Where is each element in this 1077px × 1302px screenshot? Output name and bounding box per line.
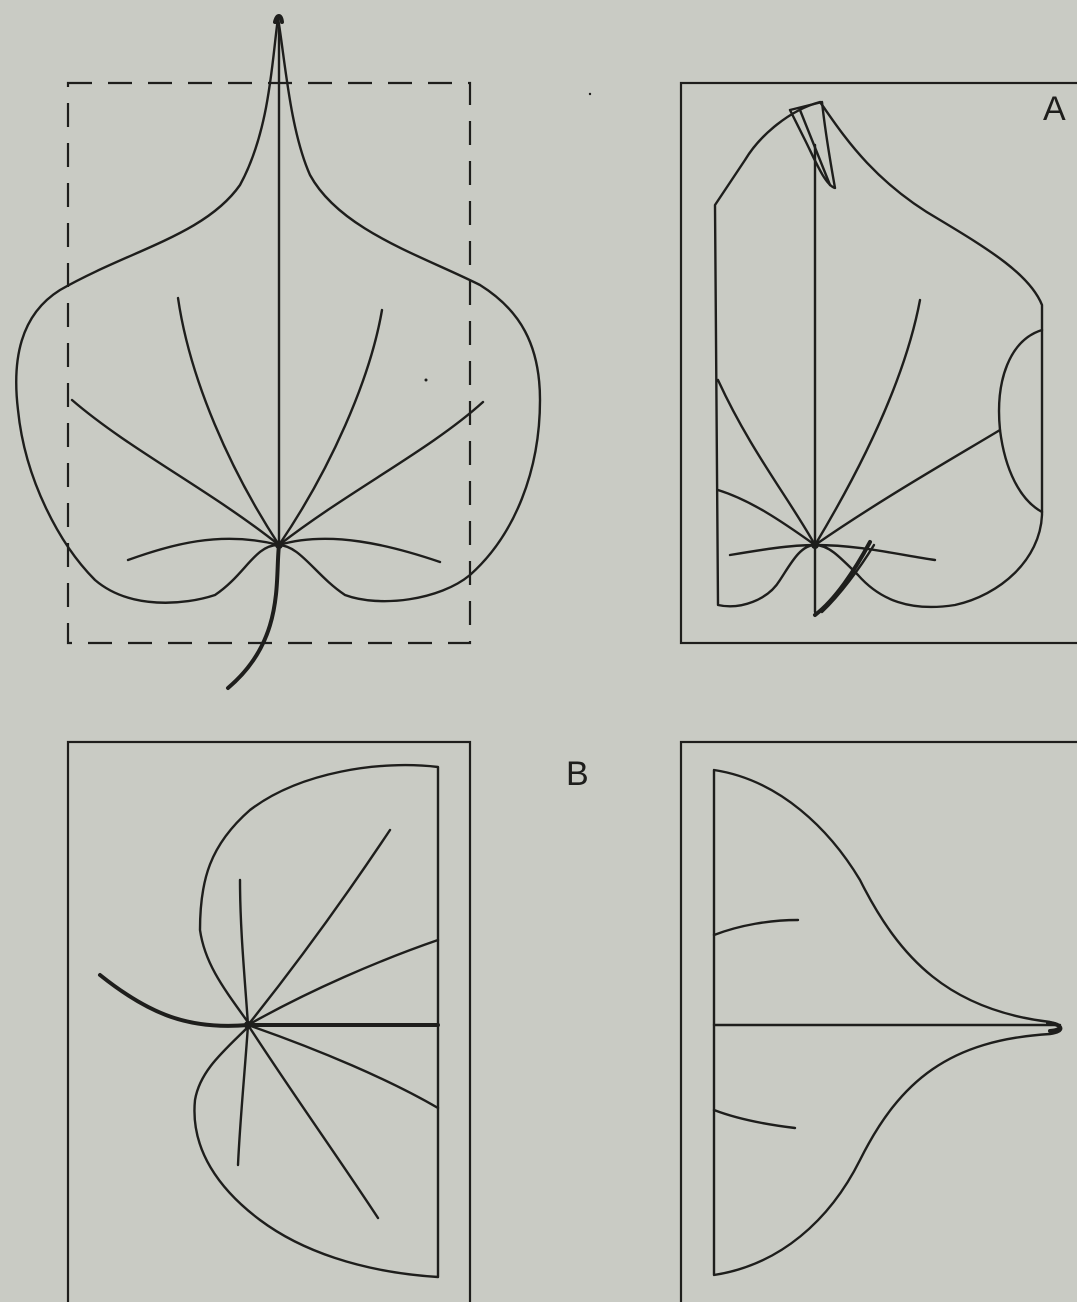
vein <box>815 300 920 545</box>
vein <box>714 1110 795 1128</box>
vein <box>714 920 798 935</box>
whole-leaf-panel <box>16 16 591 688</box>
vein <box>248 940 438 1025</box>
vein-junction <box>811 541 819 549</box>
petiole <box>100 975 248 1026</box>
petiole <box>228 545 279 688</box>
panel-bottom-right <box>681 742 1077 1302</box>
speck <box>589 93 591 95</box>
vein <box>240 880 248 1025</box>
folded-leaf-outline <box>715 102 1042 607</box>
leaf-tip <box>1048 1023 1060 1031</box>
half-leaf-outline <box>194 765 438 1277</box>
vein-junction <box>244 1021 252 1029</box>
bottom-left-frame <box>68 742 470 1302</box>
vein-junction <box>275 541 283 549</box>
vein <box>718 380 815 545</box>
panel-a: A <box>681 83 1077 643</box>
vein <box>279 402 483 545</box>
vein <box>815 430 1000 545</box>
panel-bottom-left <box>68 742 470 1302</box>
vein <box>718 490 815 545</box>
right-lobe-fold-arc <box>999 330 1042 512</box>
panel-b-label: B <box>566 755 589 793</box>
vein <box>248 1025 378 1218</box>
panel-a-label: A <box>1043 90 1066 128</box>
vein <box>248 830 390 1025</box>
speck <box>425 379 428 382</box>
half-leaf-tip-outline <box>714 770 1061 1275</box>
vein <box>238 1025 248 1165</box>
bottom-right-frame <box>681 742 1077 1302</box>
vein <box>72 400 279 545</box>
